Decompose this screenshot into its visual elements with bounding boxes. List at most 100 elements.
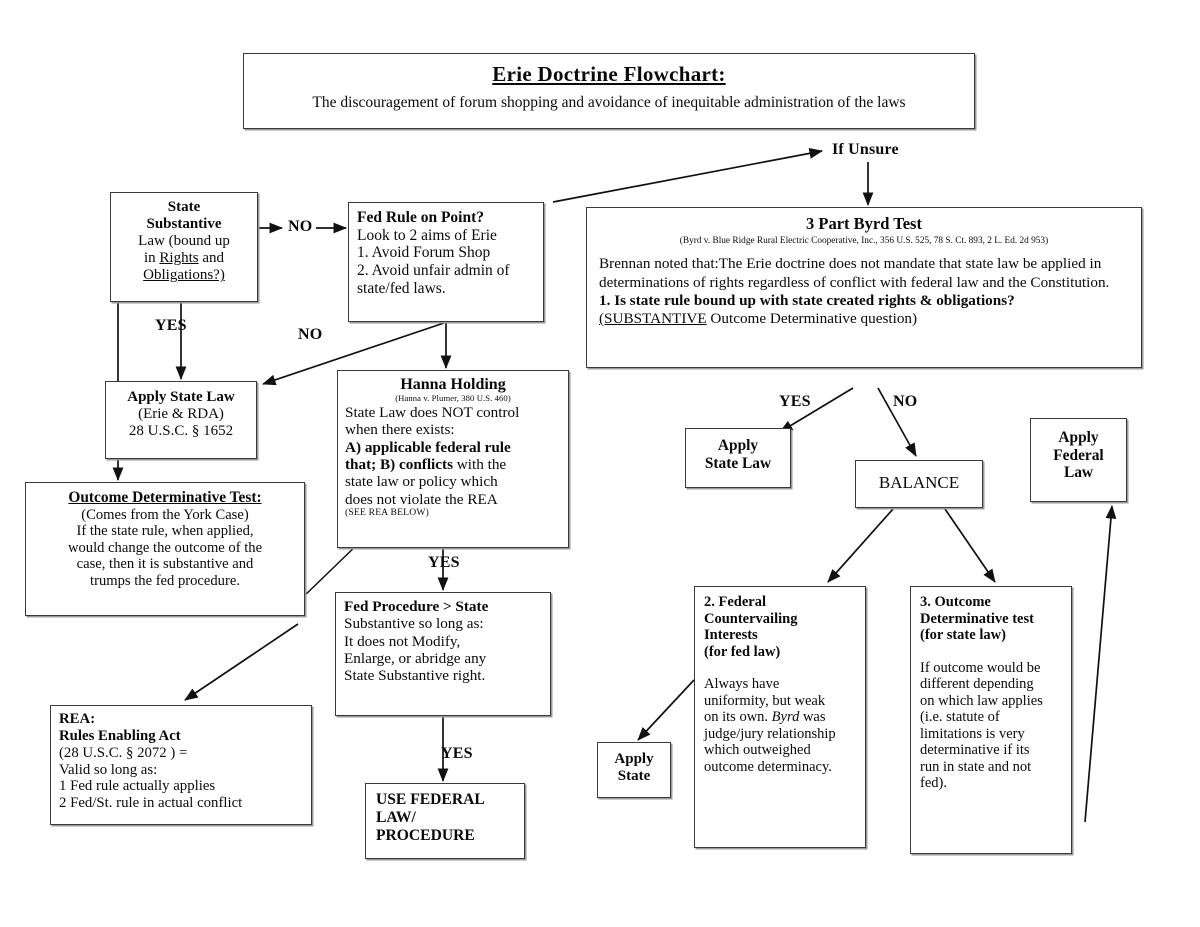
odt3-body3: on which law applies <box>920 692 1043 709</box>
rea-line1: REA: <box>59 711 96 727</box>
byrd-body-3: (SUBSTANTIVE Outcome Determinative quest… <box>599 310 918 328</box>
odt3-body4: (i.e. statute of <box>920 709 1000 726</box>
odt3-body1: If outcome would be <box>920 659 1041 676</box>
byrd-body-2: 1. Is state rule bound up with state cre… <box>599 291 1015 309</box>
byrd-body: Brennan noted that:The Erie doctrine doe… <box>599 255 1129 328</box>
hanna-line2: when there exists: <box>345 421 455 439</box>
odt3-spacer <box>920 644 1062 660</box>
rea-line6: 2 Fed/St. rule in actual conflict <box>59 795 243 812</box>
node-outcome-determinative-test[interactable]: Outcome Determinative Test: (Comes from … <box>25 482 305 616</box>
edge-label-no-top: NO <box>288 218 313 235</box>
odt3-body5: limitations is very <box>920 725 1025 742</box>
fedproc-line3: It does not Modify, <box>344 632 461 650</box>
apply-state-rda-line2: (Erie & RDA) <box>138 406 224 423</box>
byrd-title: 3 Part Byrd Test <box>806 214 922 233</box>
rea-line2: Rules Enabling Act <box>59 727 181 744</box>
hanna-title: Hanna Holding <box>400 376 506 393</box>
byrd-citation: (Byrd v. Blue Ridge Rural Electric Coope… <box>679 235 1049 246</box>
node-3-part-byrd-test[interactable]: 3 Part Byrd Test (Byrd v. Blue Ridge Rur… <box>586 207 1142 368</box>
fed-rule-line4: 2. Avoid unfair admin of <box>357 261 510 279</box>
fed-rule-line3: 1. Avoid Forum Shop <box>357 244 491 262</box>
hanna-line7: (SEE REA BELOW) <box>345 507 430 518</box>
state-sub-line1: State <box>167 199 201 215</box>
fci-head3: Interests <box>704 627 758 644</box>
odt-line4: case, then it is substantive and <box>76 556 254 573</box>
node-outcome-determinative-test-state[interactable]: 3. Outcome Determinative test (for state… <box>910 586 1072 854</box>
edge-label-if-unsure: If Unsure <box>832 141 899 158</box>
state-sub-line4: in Rights and <box>143 250 225 267</box>
usefed-line2: LAW/ <box>376 808 416 826</box>
edge-fedrule-to-ifunsure <box>552 147 824 203</box>
odt-line1: (Comes from the York Case) <box>81 506 249 523</box>
node-apply-state-law-erie-rda[interactable]: Apply State Law (Erie & RDA) 28 U.S.C. §… <box>105 381 257 459</box>
applystate3-line1: Apply <box>614 751 654 767</box>
hanna-line1: State Law does NOT control <box>345 404 520 422</box>
applystate2-line1: Apply <box>717 437 759 454</box>
state-sub-line5: Obligations?) <box>143 267 225 284</box>
edge-balance-to-fci <box>827 508 894 583</box>
fed-rule-line5: state/fed laws. <box>357 279 446 297</box>
applyfed-line1: Apply <box>1058 429 1099 446</box>
usefed-line3: PROCEDURE <box>376 826 475 844</box>
edge-label-yes-byrd: YES <box>779 393 811 410</box>
fci-head4: (for fed law) <box>704 643 781 660</box>
fed-rule-line2: Look to 2 aims of Erie <box>357 226 497 244</box>
chart-title-box: Erie Doctrine Flowchart: The discouragem… <box>243 53 975 129</box>
fci-body4: judge/jury relationship <box>704 725 836 742</box>
node-apply-state[interactable]: Apply State <box>597 742 671 798</box>
node-federal-countervailing-interests[interactable]: 2. Federal Countervailing Interests (for… <box>694 586 866 848</box>
applystate3-line2: State <box>617 768 651 785</box>
node-balance[interactable]: BALANCE <box>855 460 983 508</box>
usefed-line1: USE FEDERAL <box>376 791 485 808</box>
node-apply-federal-law[interactable]: Apply Federal Law <box>1030 418 1127 502</box>
odt-line3: would change the outcome of the <box>67 539 263 556</box>
rea-line5: 1 Fed rule actually applies <box>59 778 216 795</box>
applyfed-line2: Federal <box>1053 446 1104 464</box>
edge-hanna-to-rea <box>299 539 363 601</box>
hanna-line4: that; B) conflicts with the <box>345 456 507 474</box>
fedproc-line1: Fed Procedure > State <box>344 598 489 615</box>
node-rea-rules-enabling-act[interactable]: REA: Rules Enabling Act (28 U.S.C. § 207… <box>50 705 312 825</box>
odt3-body2: different depending <box>920 676 1034 693</box>
fedproc-line2: Substantive so long as: <box>344 615 484 633</box>
hanna-line3: A) applicable federal rule <box>345 438 511 456</box>
balance-label: BALANCE <box>878 473 960 492</box>
edge-label-no-diagonal: NO <box>298 326 323 343</box>
hanna-line5: state law or policy which <box>345 473 498 491</box>
fci-body6: outcome determinacy. <box>704 758 832 775</box>
apply-state-rda-line3: 28 U.S.C. § 1652 <box>128 423 234 440</box>
fedproc-line5: State Substantive right. <box>344 667 486 685</box>
edge-label-yes-fedproc: YES <box>441 745 473 762</box>
odt3-body7: run in state and not <box>920 758 1032 775</box>
edge-label-yes-left: YES <box>155 317 187 334</box>
node-use-federal-law-procedure[interactable]: USE FEDERAL LAW/ PROCEDURE <box>365 783 525 859</box>
fedproc-line4: Enlarge, or abridge any <box>344 649 487 667</box>
hanna-line6: does not violate the REA <box>345 490 498 508</box>
fci-body1: Always have <box>704 676 780 693</box>
edge-odt3-to-applyfed <box>1084 504 1117 823</box>
apply-state-rda-line1: Apply State Law <box>127 389 235 405</box>
state-sub-line2: Substantive <box>146 216 222 233</box>
fci-spacer <box>704 660 856 676</box>
odt-title: Outcome Determinative Test: <box>68 489 262 506</box>
byrd-body-1: Brennan noted that:The Erie doctrine doe… <box>599 255 1110 291</box>
odt3-head2: Determinative test <box>920 610 1034 627</box>
fci-head2: Countervailing <box>704 610 798 627</box>
fed-rule-line1: Fed Rule on Point? <box>357 209 485 226</box>
odt3-body8: fed). <box>920 775 947 792</box>
state-sub-line3: Law (bound up <box>138 233 230 250</box>
edge-label-no-byrd: NO <box>893 393 918 410</box>
node-hanna-holding[interactable]: Hanna Holding (Hanna v. Plumer, 380 U.S.… <box>337 370 569 548</box>
node-state-substantive-law[interactable]: State Substantive Law (bound up in Right… <box>110 192 258 302</box>
edge-label-yes-hanna: YES <box>428 554 460 571</box>
rea-line4: Valid so long as: <box>59 761 158 778</box>
odt-line5: trumps the fed procedure. <box>90 573 240 590</box>
node-fed-rule-on-point[interactable]: Fed Rule on Point? Look to 2 aims of Eri… <box>348 202 544 322</box>
applystate2-line2: State Law <box>704 454 772 472</box>
edge-fci-to-applystate <box>637 679 695 741</box>
node-fed-procedure-greater-state[interactable]: Fed Procedure > State Substantive so lon… <box>335 592 551 716</box>
edge-balance-to-odt3 <box>944 508 996 583</box>
fci-body5: which outweighed <box>704 742 811 759</box>
node-apply-state-law-byrd[interactable]: Apply State Law <box>685 428 791 488</box>
